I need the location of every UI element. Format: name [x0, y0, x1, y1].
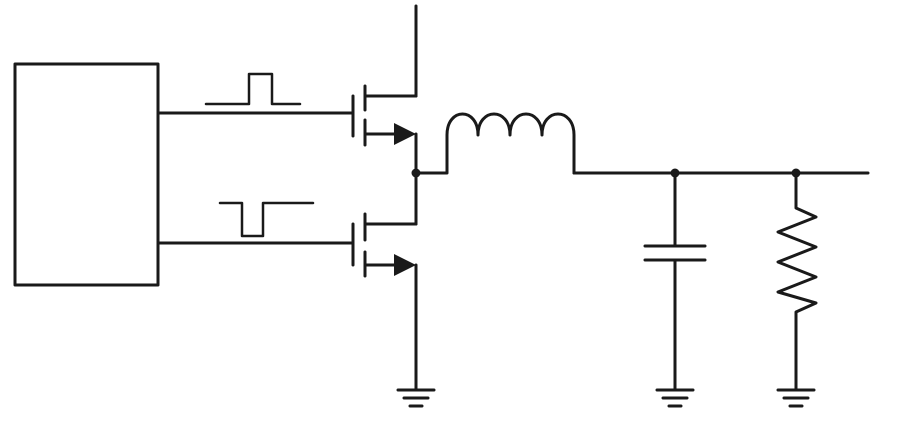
high-side-mosfet — [351, 84, 418, 147]
inductor — [414, 112, 576, 175]
resistor-body — [776, 171, 818, 392]
ground-mosfet — [396, 388, 436, 408]
low-side-source-arrow — [394, 254, 416, 276]
high-side-source-arrow — [394, 123, 416, 145]
ground-capacitor — [655, 388, 695, 408]
low-side-gate-pulse — [218, 201, 315, 238]
ground-resistor — [776, 388, 816, 408]
low-side-mosfet — [351, 212, 418, 278]
schematic-wires — [13, 4, 870, 408]
output-capacitor — [643, 171, 707, 392]
high-side-gate-pulse — [204, 72, 302, 106]
controller-block — [13, 62, 160, 287]
load-resistor — [776, 171, 818, 392]
